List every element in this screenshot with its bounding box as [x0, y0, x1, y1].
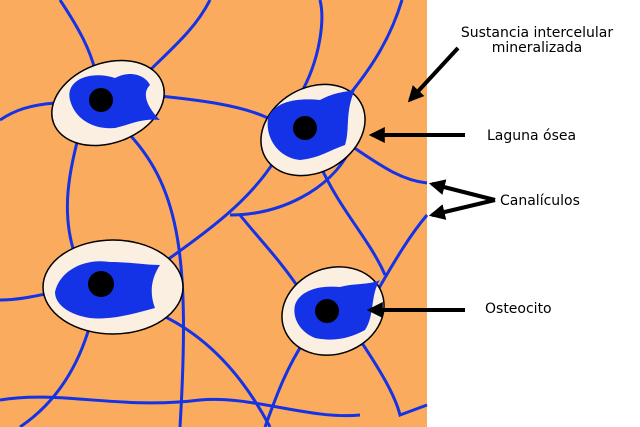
cell-body	[69, 74, 160, 129]
nucleus	[293, 116, 317, 140]
label-matrix-line2: mineralizada	[492, 40, 583, 56]
label-osteocyte: Osteocito	[485, 301, 552, 317]
osteocyte-4	[281, 266, 385, 356]
arrow-canaliculi-2	[428, 198, 496, 220]
nucleus	[315, 299, 339, 323]
label-canaliculi: Canalículos	[500, 193, 580, 209]
arrow-canaliculi-1	[428, 179, 496, 202]
osteocyte-3	[42, 239, 184, 335]
osteocyte-1	[51, 59, 165, 147]
label-lacuna: Laguna ósea	[487, 128, 576, 144]
nucleus	[89, 88, 113, 112]
osteocyte-2	[260, 83, 366, 177]
mineralized-matrix	[0, 0, 427, 427]
canaliculi	[0, 0, 429, 427]
label-matrix-line1: Sustancia intercelular	[461, 25, 613, 41]
arrows	[366, 46, 496, 318]
arrow-matrix	[407, 46, 460, 103]
nucleus	[88, 271, 114, 297]
